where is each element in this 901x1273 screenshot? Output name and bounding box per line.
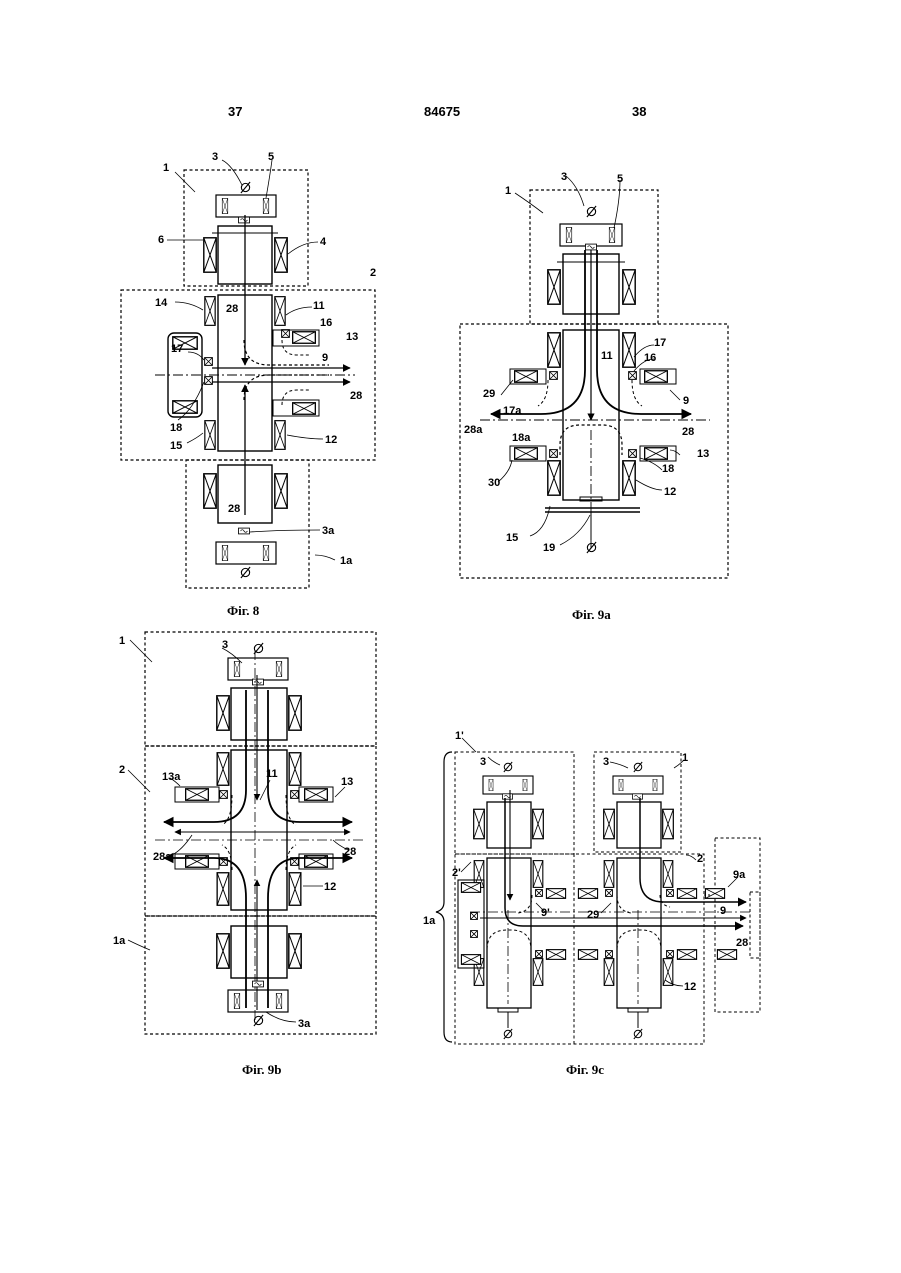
- fig9c-label: 9a: [733, 869, 746, 881]
- fig9a-label: 19: [543, 542, 555, 554]
- fig9a-label: 3: [561, 171, 567, 183]
- fig9b-label: 13: [341, 776, 353, 788]
- fig9a-label: 13: [697, 448, 709, 460]
- fig8-label: 6: [158, 234, 164, 246]
- fig9b-label: 3a: [298, 1018, 311, 1030]
- fig9c-label: 1a: [423, 915, 436, 927]
- fig9c-label: 3: [480, 756, 486, 768]
- fig8-label: 28: [228, 503, 240, 515]
- fig9b-label: 28a: [153, 851, 172, 863]
- fig9a-label: 18a: [512, 432, 531, 444]
- fig9b-label: 12: [324, 881, 336, 893]
- fig9a-label: 9: [683, 395, 689, 407]
- fig9a-label: 5: [617, 173, 623, 185]
- fig8-label: 3a: [322, 525, 335, 537]
- fig9c-label: 9: [720, 905, 726, 917]
- fig8-label: 16: [320, 317, 332, 329]
- fig8-label: 1: [163, 162, 169, 174]
- fig8-label: 9: [322, 352, 328, 364]
- fig8-label: 18: [170, 422, 182, 434]
- fig9a-label: 1: [505, 185, 511, 197]
- figure-9b-diagram: [128, 632, 376, 1034]
- figure-9c-diagram: [436, 738, 760, 1044]
- fig9a-label: 18: [662, 463, 674, 475]
- fig9c-label: 1': [455, 730, 464, 742]
- fig9a-label: 28: [682, 426, 694, 438]
- fig8-label: 3: [212, 151, 218, 163]
- fig9c-label: 1: [682, 752, 688, 764]
- fig8-label: 5: [268, 151, 274, 163]
- fig9b-label: 11: [266, 768, 278, 780]
- fig9a-label: 28a: [464, 424, 483, 436]
- fig9b-label: 1: [119, 635, 125, 647]
- fig9a-label: 30: [488, 477, 500, 489]
- fig9a-label: 11: [601, 350, 613, 362]
- fig8-label: 15: [170, 440, 182, 452]
- fig9c-label: 3: [603, 756, 609, 768]
- fig8-label: 12: [325, 434, 337, 446]
- fig9c-label: 2: [697, 853, 703, 865]
- fig9a-label: 15: [506, 532, 518, 544]
- fig8-label: 11: [313, 300, 325, 312]
- figure-8-diagram: [121, 160, 375, 588]
- fig9c-label: 12: [684, 981, 696, 993]
- figure-9a-diagram: [460, 176, 728, 578]
- fig8-label: 17: [171, 343, 183, 355]
- fig9b-label: 2: [119, 764, 125, 776]
- fig8-label: 2: [370, 267, 376, 279]
- fig8-label: 28: [226, 303, 238, 315]
- fig9c-label: 29: [587, 909, 599, 921]
- fig9c-label: 28: [736, 937, 748, 949]
- fig8-label: 4: [320, 236, 327, 248]
- fig9a-label: 16: [644, 352, 656, 364]
- fig8-label: 13: [346, 331, 358, 343]
- fig9a-label: 17a: [503, 405, 522, 417]
- fig9c-label: 9': [541, 907, 550, 919]
- fig9b-label: 3: [222, 639, 228, 651]
- fig8-label: 14: [155, 297, 168, 309]
- fig9a-label: 29: [483, 388, 495, 400]
- fig8-label: 1a: [340, 555, 353, 567]
- fig9b-label: 13a: [162, 771, 181, 783]
- fig9c-label: 2': [452, 867, 461, 879]
- fig9a-label: 17: [654, 337, 666, 349]
- fig9a-label: 12: [664, 486, 676, 498]
- fig9b-label: 28: [344, 846, 356, 858]
- fig8-label: 28: [350, 390, 362, 402]
- fig9b-label: 1a: [113, 935, 126, 947]
